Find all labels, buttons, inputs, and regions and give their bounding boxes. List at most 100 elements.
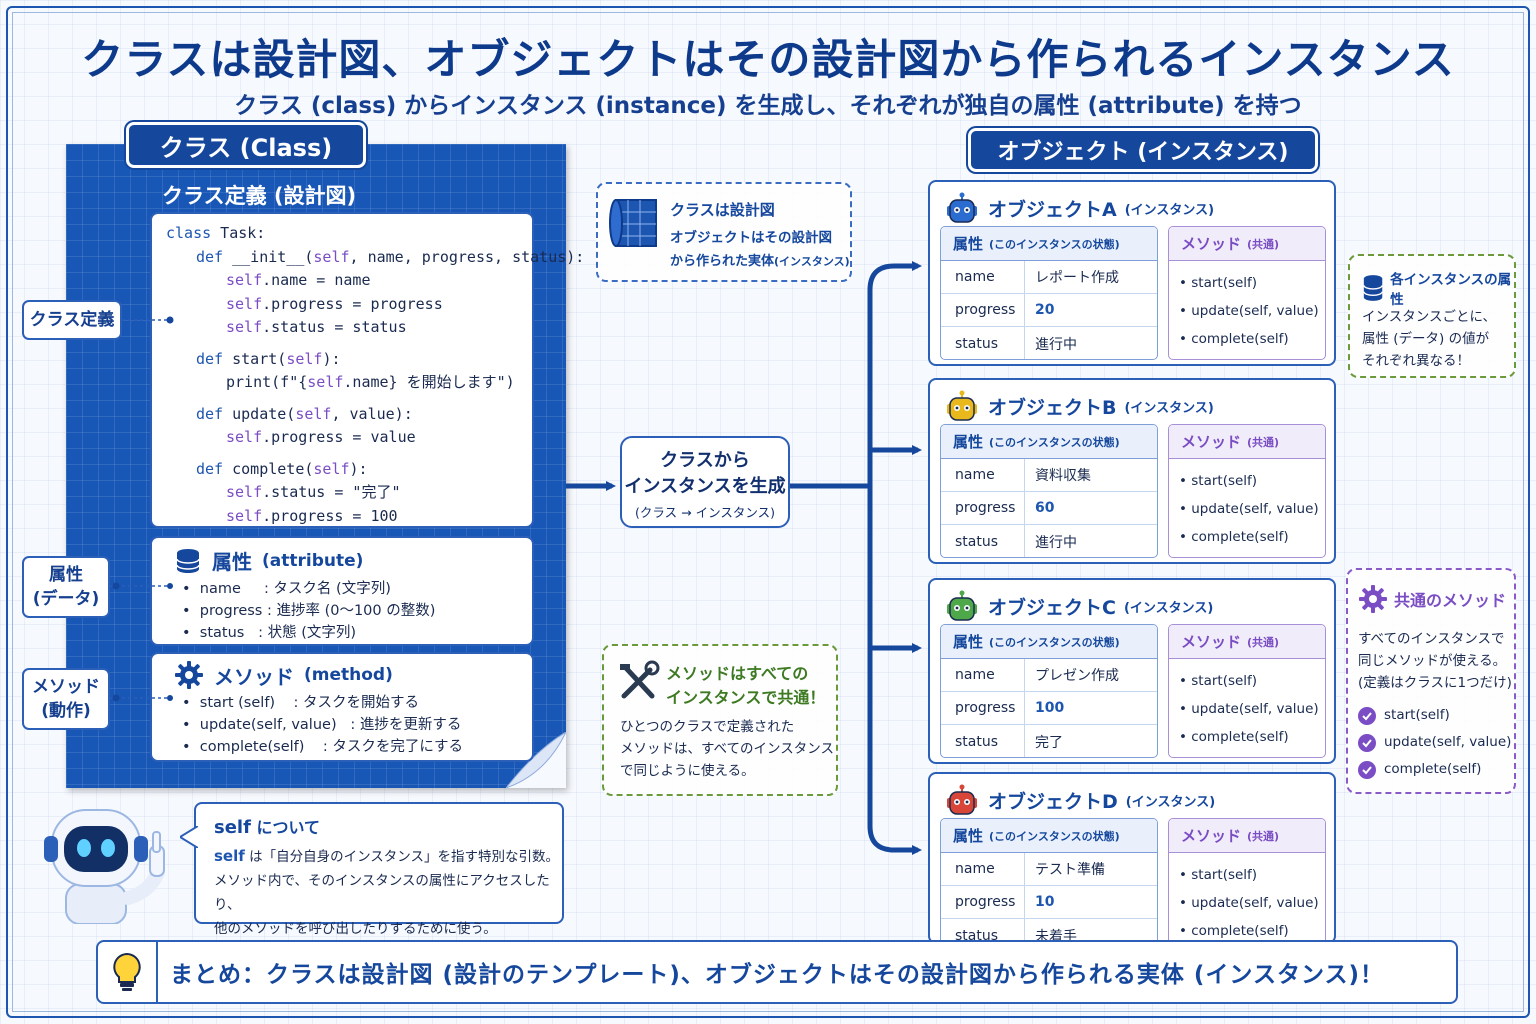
- note-blueprint-line2-small: (インスタンス): [774, 255, 850, 268]
- code-line: self.status = status: [166, 316, 532, 340]
- note-shared-method-title: メソッドはすべての インスタンスで共通！: [666, 662, 825, 710]
- attribute-box: 属性 (attribute) • name : タスク名 (文字列) • pro…: [150, 536, 534, 646]
- generate-line3: (クラス → インスタンス): [635, 505, 775, 520]
- attribute-value: テスト準備: [1035, 862, 1105, 878]
- object-name: オブジェクトB: [988, 396, 1117, 419]
- attribute-key: status: [941, 725, 1025, 757]
- code-line: def complete(self):: [166, 458, 532, 482]
- object-method-panel: メソッド(共通)• start(self)• update(self, valu…: [1168, 624, 1326, 758]
- self-callout: self について self は「自分自身のインスタンス」を指す特別な引数。 メ…: [180, 802, 564, 937]
- code-token-tail: .status = status: [262, 318, 407, 336]
- attribute-panel-title: 属性: [953, 235, 984, 253]
- object-name-suffix: (インスタンス): [1123, 600, 1214, 616]
- method-panel-item: • complete(self): [1179, 729, 1289, 745]
- robot-head-icon: [947, 590, 977, 621]
- attribute-panel-title: 属性: [953, 827, 984, 845]
- attribute-panel-subtitle: (このインスタンスの状態): [989, 829, 1120, 843]
- code-token-tail: .progress = value: [262, 428, 416, 446]
- method-title-en: (method): [304, 665, 393, 685]
- self-callout-title: self について: [214, 814, 320, 838]
- attribute-panel-subtitle: (このインスタンスの状態): [989, 237, 1120, 251]
- code-line: self.progress = 100: [166, 505, 532, 529]
- method-panel-item: • start(self): [1179, 275, 1258, 291]
- attribute-key: progress: [941, 886, 1025, 918]
- attribute-value: 60: [1035, 500, 1055, 516]
- method-panel-item: • update(self, value): [1179, 895, 1319, 911]
- code-line: self.name = name: [166, 269, 532, 293]
- code-token-slf: self: [313, 459, 350, 478]
- gear-icon: [1359, 585, 1387, 613]
- method-panel-list: • start(self) • update(self, value) • comp…: [1169, 853, 1325, 945]
- attribute-title-en: (attribute): [262, 550, 364, 571]
- note-common-method-text-1: 同じメソッドが使える。: [1358, 653, 1507, 669]
- note-shared-method-text-1: メソッドは、すべてのインスタンス: [620, 741, 834, 757]
- note-shared-method-text-2: で同じように使える。: [620, 763, 755, 779]
- method-panel-title: メソッド: [1181, 827, 1242, 845]
- code-token-slf: self: [313, 247, 350, 266]
- method-panel-list: • start(self)• update(self, value)• comp…: [1169, 459, 1325, 551]
- tools-icon: [620, 660, 660, 699]
- method-item-complete: • complete(self) : タスクを完了にする: [182, 739, 463, 755]
- method-panel-subtitle: (共通): [1247, 435, 1280, 449]
- check-item-update-label: update(self, value): [1384, 734, 1512, 750]
- attribute-row: progress 10: [941, 886, 1157, 919]
- object-card-title: オブジェクトA(インスタンス): [944, 192, 1214, 224]
- attribute-item-status: • status : 状態 (文字列): [182, 625, 357, 641]
- attribute-value: 10: [1035, 894, 1055, 910]
- method-panel-item: • complete(self): [1179, 331, 1289, 347]
- self-callout-title-kw: self: [214, 817, 251, 838]
- note-common-method-head: 共通のメソッド: [1358, 584, 1506, 614]
- callout-tail: [180, 826, 198, 848]
- code-token-kw: def: [196, 404, 224, 423]
- object-name-suffix: (インスタンス): [1124, 202, 1215, 218]
- object-method-panel: メソッド(共通)• start(self)• update(self, valu…: [1168, 226, 1326, 360]
- attribute-key: status: [941, 525, 1025, 557]
- code-token-rest: update(: [223, 404, 296, 423]
- code-token-slf: self: [226, 271, 263, 289]
- method-panel-item: • start(self): [1179, 867, 1258, 883]
- page-title: クラスは設計図、オブジェクトはその設計図から作られるインスタンス: [81, 35, 1455, 84]
- code-token-tail: ):: [349, 459, 368, 478]
- code-token-kw: class: [166, 224, 212, 242]
- method-panel-header: メソッド(共通): [1169, 425, 1325, 459]
- method-panel-item: • complete(self): [1179, 923, 1289, 939]
- robot-mascot-icon: [44, 809, 165, 924]
- summary-bar: まとめ：クラスは設計図 (設計のテンプレート)、オブジェクトはその設計図から作ら…: [96, 940, 1458, 1004]
- code-box: class Task:def __init__(self, name, prog…: [150, 212, 584, 529]
- note-common-method-checks: start(self) update(self, value) complete…: [1358, 702, 1511, 783]
- method-panel-list: • start(self) • update(self, value) • comp…: [1169, 261, 1325, 353]
- method-panel-subtitle: (共通): [1247, 829, 1280, 843]
- self-callout-line1: は「自分自身のインスタンス」を指す特別な引数。: [244, 849, 560, 865]
- method-heading: メソッド (method): [174, 660, 393, 690]
- method-panel-item: • start(self): [1179, 473, 1258, 489]
- method-panel-list: • start(self)• update(self, value)• comp…: [1169, 659, 1325, 751]
- attribute-item-name: • name : タスク名 (文字列): [182, 581, 391, 597]
- check-item-complete-label: complete(self): [1384, 761, 1482, 777]
- side-label-method: メソッド (動作): [22, 668, 110, 730]
- attribute-key: status: [941, 327, 1025, 359]
- note-common-method-text: すべてのインスタンスで 同じメソッドが使える。 (定義はクラスに1つだけ): [1358, 628, 1512, 694]
- code-line: print(f"{self.name} を開始します"): [166, 371, 532, 395]
- page-subtitle: クラス (class) からインスタンス (instance) を生成し、それぞ…: [234, 93, 1302, 119]
- self-callout-line1-kw: self: [214, 847, 245, 865]
- code-line: def update(self, value):: [166, 403, 532, 427]
- attribute-panel-header: 属性 (このインスタンスの状態): [941, 227, 1157, 261]
- attribute-value: レポート作成: [1035, 270, 1119, 286]
- method-panel-header: メソッド (共通): [1169, 819, 1325, 853]
- attribute-panel-header: 属性 (このインスタンスの状態): [941, 819, 1157, 853]
- summary-icon-box: [98, 942, 158, 1002]
- method-panel-item: • update(self, value): [1179, 303, 1319, 319]
- self-callout-title-rest: について: [250, 818, 321, 837]
- check-circle-icon: [1358, 706, 1376, 725]
- attribute-key: name: [941, 459, 1025, 491]
- database-icon: [176, 548, 200, 573]
